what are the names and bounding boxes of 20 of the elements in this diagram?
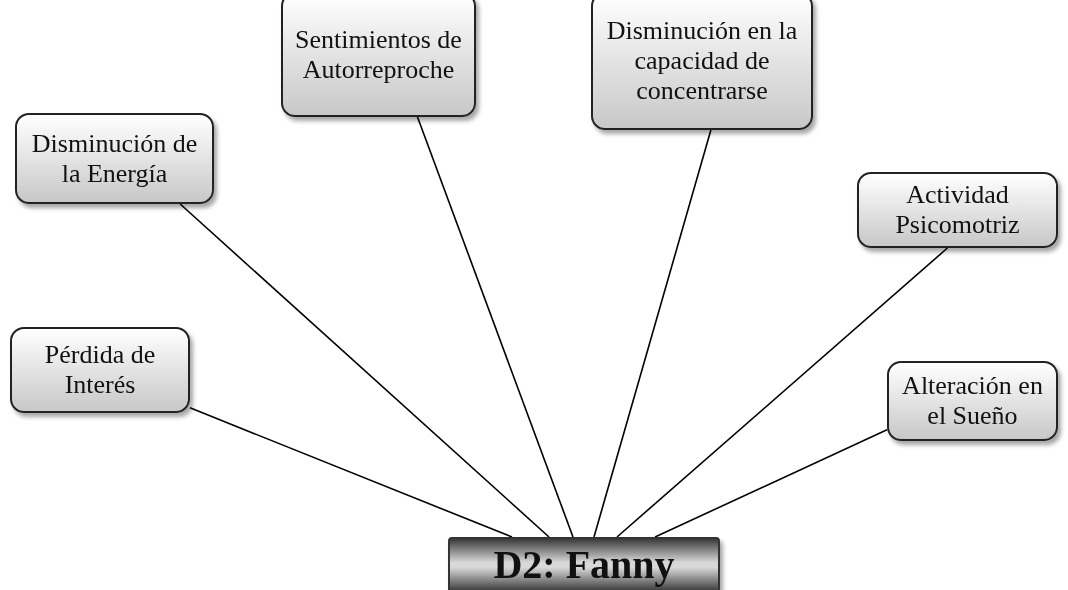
symptom-box bbox=[281, 0, 476, 117]
connector-line bbox=[416, 116, 574, 538]
symptom-box bbox=[887, 361, 1058, 441]
connector-line bbox=[179, 203, 550, 538]
node-label: Disminución en la capacidad de concentrarse bbox=[605, 16, 799, 106]
symptom-box bbox=[15, 113, 214, 204]
node-label: Sentimientos de Autorreproche bbox=[294, 24, 463, 85]
connector-line bbox=[593, 129, 712, 538]
node-label: Actividad Psicomotriz bbox=[894, 180, 1021, 240]
node-label: Disminución de la Energía bbox=[30, 128, 199, 189]
symptom-box bbox=[10, 327, 190, 413]
node-label: Pérdida de Interés bbox=[43, 340, 157, 400]
connector-line bbox=[654, 429, 888, 538]
connector-line bbox=[189, 407, 513, 538]
node-label: Alteración en el Sueño bbox=[901, 371, 1044, 431]
symptom-box bbox=[591, 0, 813, 130]
connector-line bbox=[616, 247, 949, 538]
symptom-box bbox=[857, 172, 1058, 248]
node-label: D2: Fanny bbox=[492, 542, 676, 588]
central-box bbox=[448, 537, 720, 590]
